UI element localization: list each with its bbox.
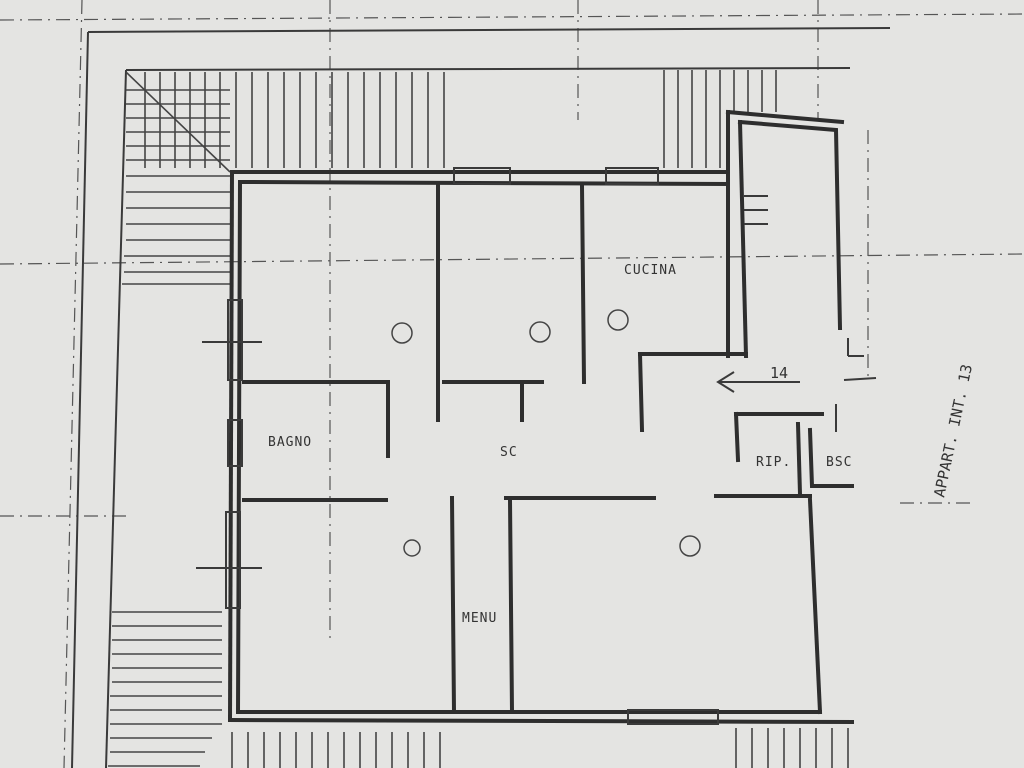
balcony-top-right-hatch bbox=[663, 70, 777, 168]
entrance-number: 14 bbox=[770, 364, 788, 382]
interior-walls bbox=[242, 183, 854, 715]
ceiling-light-markers bbox=[391, 309, 701, 557]
balcony-bottom-left-hatch bbox=[108, 611, 222, 767]
balcony-top-hatch bbox=[144, 72, 445, 168]
balcony-ledges bbox=[196, 195, 877, 569]
entrance-arrow bbox=[716, 371, 800, 393]
balcony-left-hatch bbox=[122, 71, 231, 285]
room-label-rip: RIP. bbox=[756, 455, 791, 470]
room-label-bagno-small: BSC bbox=[826, 455, 852, 470]
room-label-cucina: CUCINA bbox=[624, 263, 677, 278]
apartment-label: APPART. INT. 13 bbox=[930, 363, 976, 499]
windows bbox=[225, 167, 719, 725]
stair-label: SC bbox=[500, 445, 518, 460]
balcony-bottom-hatch bbox=[231, 728, 849, 768]
room-label-bagno: BAGNO bbox=[268, 435, 312, 450]
exterior-walls bbox=[227, 109, 855, 725]
room-label-menu: MENU bbox=[462, 611, 497, 626]
outer-boundary bbox=[71, 27, 891, 768]
